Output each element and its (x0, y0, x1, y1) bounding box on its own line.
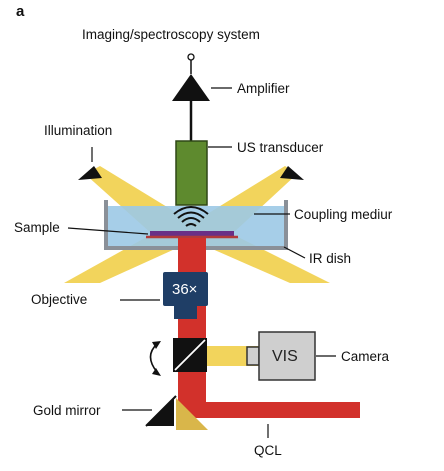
objective (163, 272, 208, 319)
ir-dish-label: IR dish (309, 251, 351, 266)
panel-label: a (16, 3, 25, 20)
illumination-label: Illumination (44, 123, 112, 138)
qcl-beam-horizontal (178, 402, 360, 418)
diagram-title: Imaging/spectroscopy system (82, 27, 260, 42)
output-terminal-icon (187, 53, 195, 74)
us-transducer (175, 140, 208, 206)
us-transducer-label: US transducer (237, 140, 324, 155)
camera (246, 331, 316, 381)
illumination-left-icon (78, 166, 102, 180)
amplifier-icon (172, 74, 210, 101)
camera-vis-label: VIS (272, 348, 298, 365)
objective-label: Objective (31, 292, 87, 307)
qcl-beam-vertical (178, 238, 206, 416)
gold-mirror-label: Gold mirror (33, 403, 101, 418)
sample-leader (67, 227, 149, 235)
gold-mirror (145, 395, 208, 430)
ir-dish-leader (283, 246, 306, 259)
amplifier-label: Amplifier (237, 81, 290, 96)
beamsplitter-cube-icon (173, 338, 207, 372)
sample-label: Sample (14, 220, 60, 235)
camera-beam (205, 346, 259, 366)
rotation-arrows-icon (149, 341, 161, 376)
coupling-medium-label: Coupling mediur (294, 207, 393, 222)
acoustic-wave-icon (173, 206, 209, 227)
qcl-label: QCL (254, 443, 282, 458)
illumination-right-icon (280, 166, 304, 180)
objective-magnification: 36× (172, 281, 197, 298)
camera-label: Camera (341, 349, 390, 364)
sample (150, 231, 234, 236)
